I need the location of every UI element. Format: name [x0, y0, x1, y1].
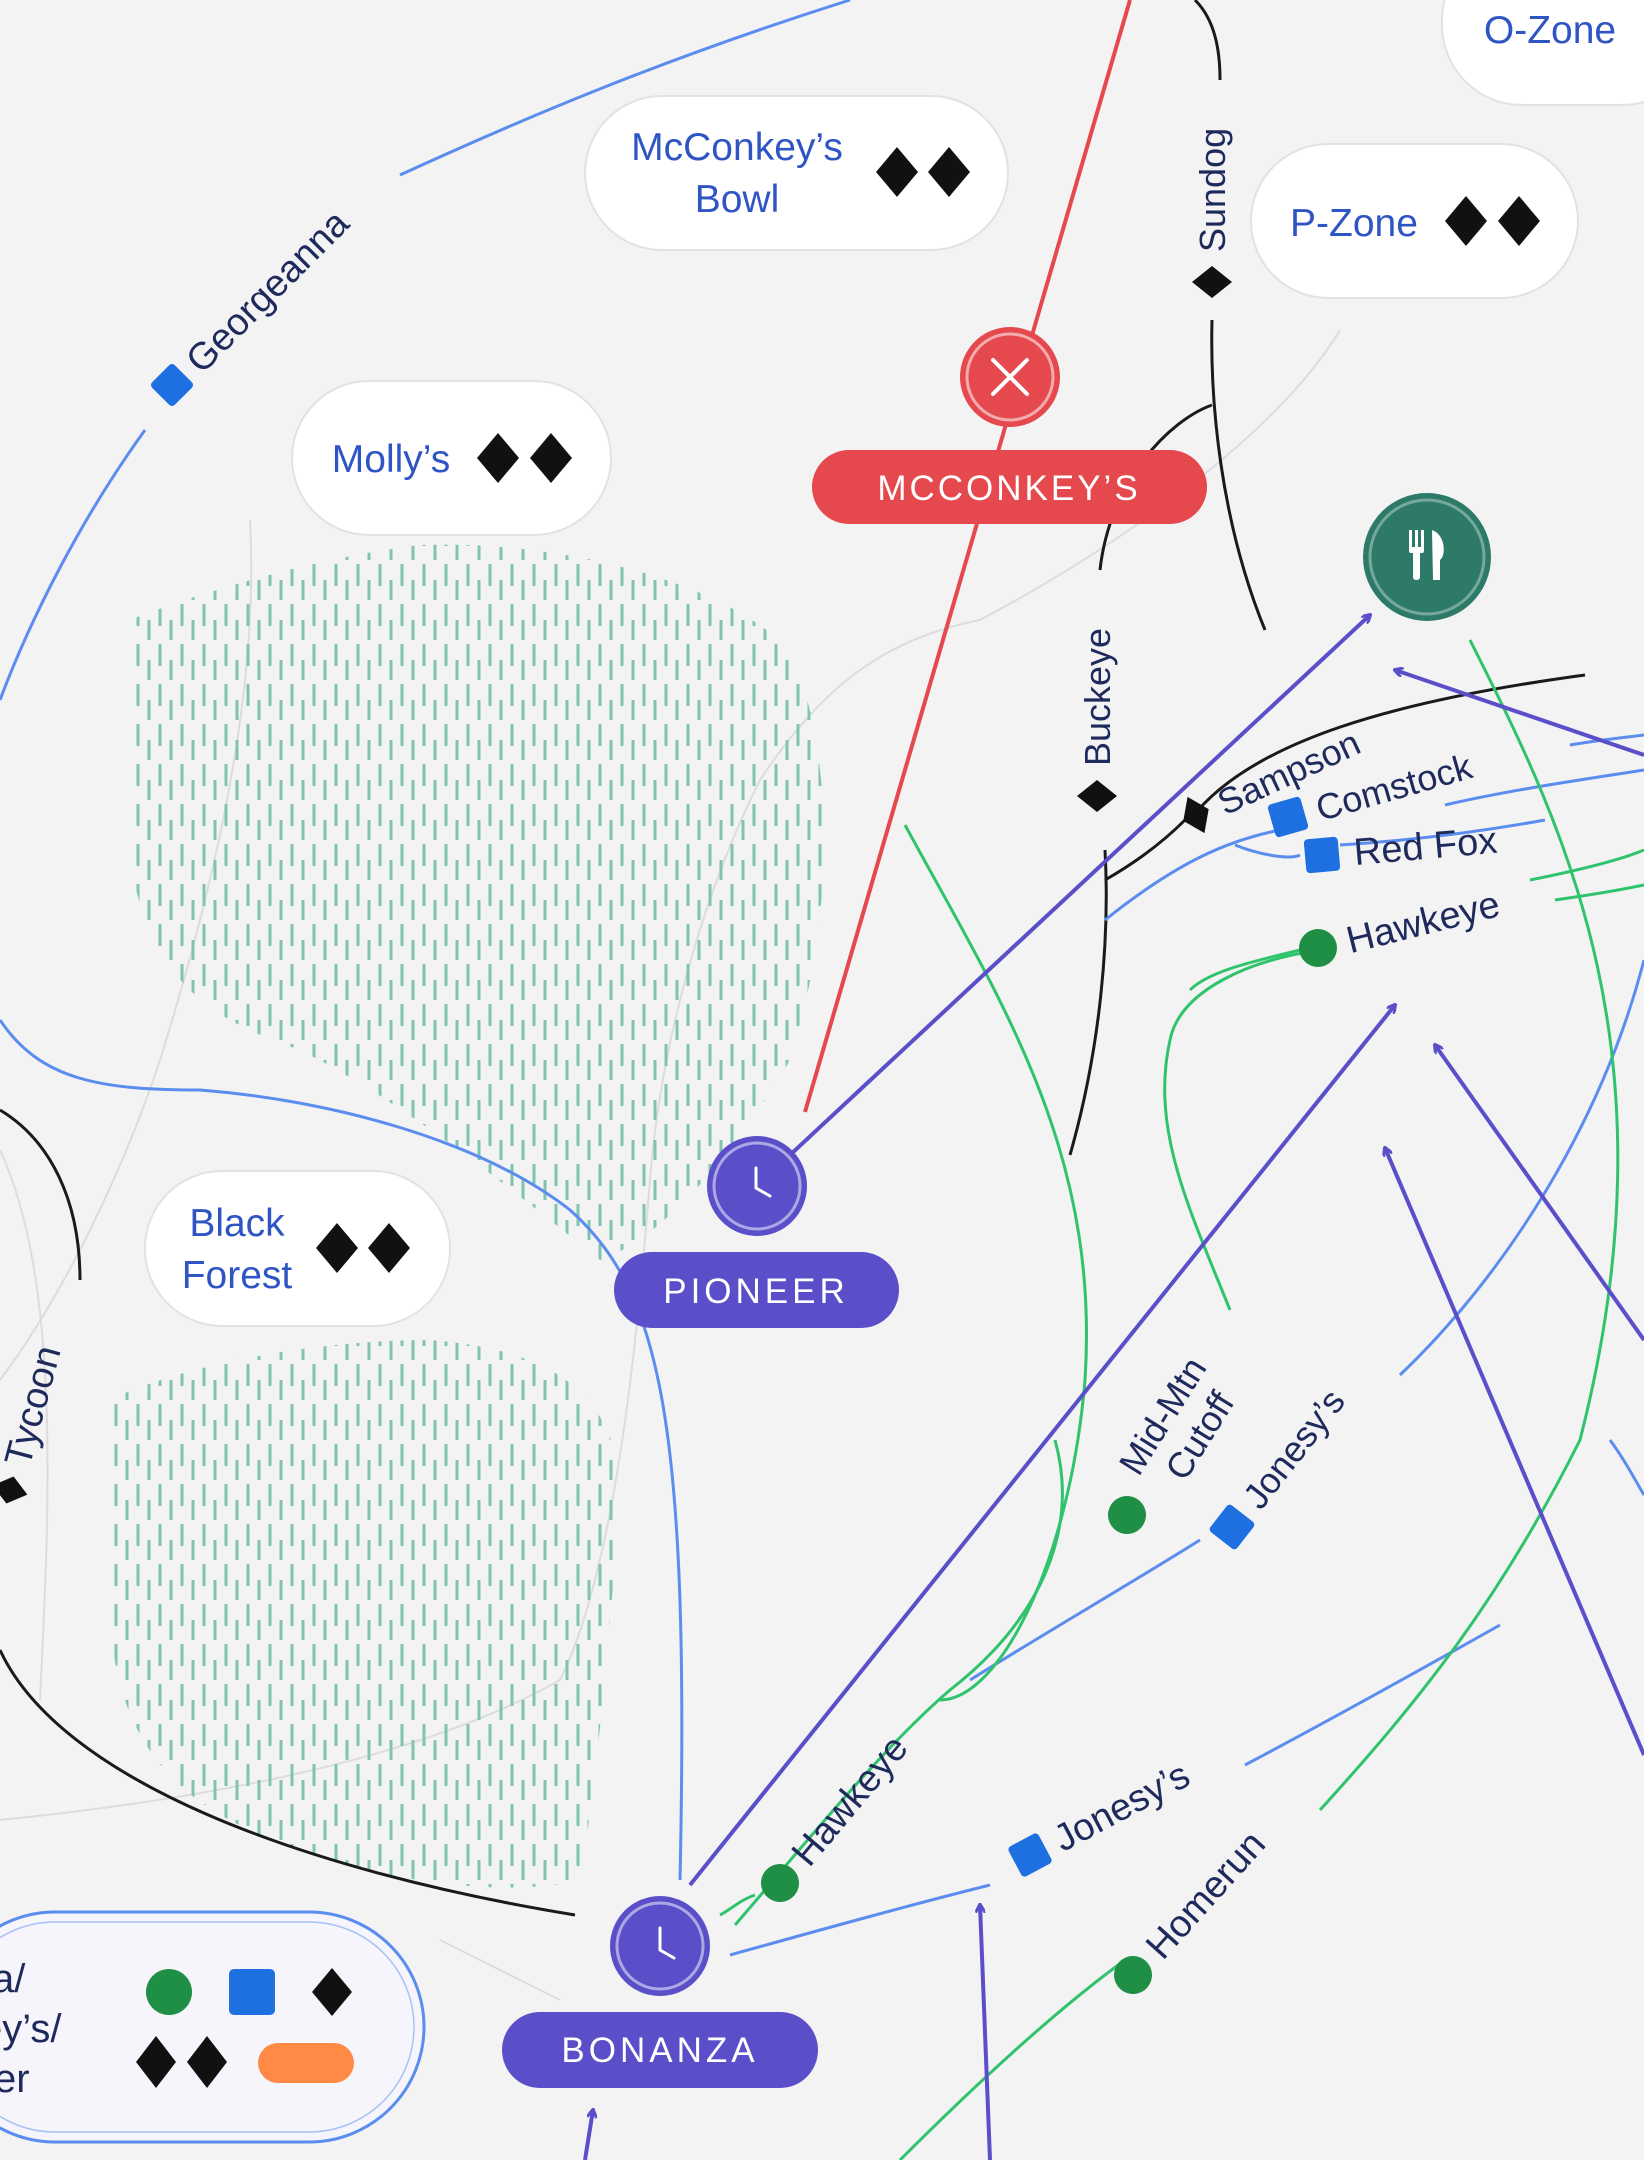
black-diamond-icon	[1077, 780, 1117, 812]
run-hawkeye-lower[interactable]: Hawkeye	[752, 1727, 917, 1911]
blue-square-icon	[229, 1969, 275, 2015]
black-diamond-icon	[312, 1968, 352, 2016]
area-label-line1: McConkey’s	[631, 126, 843, 169]
double-black-diamond-icon	[1445, 196, 1540, 246]
area-label: O-Zone	[1484, 9, 1616, 52]
green-circle-icon	[1299, 929, 1337, 967]
clock-icon	[754, 1166, 772, 1198]
lift-pioneer[interactable]: PIONEER	[614, 1136, 899, 1328]
lift-bonanza[interactable]: BONANZA	[502, 1896, 818, 2088]
area-label: Molly’s	[332, 438, 450, 481]
area-mcconkeys-bowl[interactable]: McConkey’s Bowl	[584, 95, 1009, 251]
legend-text-line3: er	[0, 2057, 30, 2101]
run-homerun[interactable]: Homerun	[1105, 1823, 1274, 2004]
green-circle-icon	[1114, 1956, 1152, 1994]
green-circle-icon	[1108, 1496, 1146, 1534]
area-p-zone[interactable]: P-Zone	[1250, 143, 1579, 299]
area-label-line2: Bowl	[695, 178, 780, 221]
blue-square-icon	[1008, 1833, 1052, 1877]
green-circle-icon	[761, 1864, 799, 1902]
blue-square-icon	[1303, 836, 1341, 874]
run-buckeye[interactable]: Buckeye	[1077, 628, 1118, 812]
run-label: Jonesy’s	[1235, 1381, 1353, 1516]
green-circle-icon	[146, 1969, 192, 2015]
double-black-diamond-icon	[316, 1223, 410, 1273]
area-black-forest[interactable]: Black Forest	[144, 1170, 451, 1327]
black-diamond-icon	[1192, 266, 1232, 298]
run-label: Georgeanna	[178, 202, 358, 382]
run-label: Buckeye	[1077, 628, 1118, 766]
blue-square-icon	[1267, 796, 1309, 838]
run-label: Jonesy’s	[1047, 1754, 1197, 1860]
lift-mcconkeys[interactable]: MCCONKEY’S	[812, 327, 1207, 524]
lift-line-mcconkeys	[803, 0, 1132, 1113]
run-label: Homerun	[1138, 1823, 1274, 1967]
run-label: Hawkeye	[784, 1727, 917, 1874]
black-diamond-icon	[0, 1476, 28, 1504]
lift-label: PIONEER	[663, 1272, 849, 1311]
blue-square-icon	[151, 364, 193, 406]
terrain-park-icon	[258, 2043, 354, 2083]
green-runs	[719, 639, 1644, 2160]
restaurant-poi[interactable]	[1363, 493, 1491, 621]
lift-label: BONANZA	[561, 2031, 758, 2070]
double-black-diamond-icon	[876, 147, 970, 197]
run-label: Hawkeye	[1342, 884, 1504, 963]
black-runs	[0, 0, 1586, 1917]
fork-knife-icon	[1409, 530, 1444, 580]
double-black-diamond-icon	[136, 2036, 227, 2088]
lift-label: MCCONKEY’S	[877, 469, 1140, 508]
area-label-line2: Forest	[182, 1254, 293, 1297]
run-red-fox[interactable]: Red Fox	[1303, 820, 1499, 879]
area-label: P-Zone	[1290, 202, 1418, 245]
run-jonesys-lower[interactable]: Jonesy’s	[1006, 1754, 1197, 1882]
area-mollys[interactable]: Molly’s	[291, 380, 612, 536]
blue-runs	[0, 0, 1644, 1957]
legend-text-line1: a/	[0, 1957, 26, 2001]
tree-area-mollys	[130, 544, 824, 1260]
area-label-line1: Black	[189, 1202, 285, 1245]
run-label: Red Fox	[1352, 820, 1499, 874]
double-black-diamond-icon	[477, 433, 572, 483]
run-sundog[interactable]: Sundog	[1192, 128, 1233, 298]
run-label: Sundog	[1192, 128, 1233, 252]
legend-fragment[interactable]: a/ ey’s/ er	[0, 1910, 426, 2144]
run-label: Tycoon	[0, 1341, 70, 1470]
run-hawkeye-upper[interactable]: Hawkeye	[1295, 884, 1504, 974]
lift-lines	[583, 615, 1644, 2160]
blue-square-icon	[1209, 1504, 1255, 1550]
area-o-zone[interactable]: O-Zone	[1441, 0, 1644, 106]
black-diamond-icon	[1183, 796, 1209, 834]
tree-area-black-forest	[110, 1340, 620, 1888]
close-icon	[991, 358, 1029, 396]
clock-icon	[658, 1926, 676, 1960]
run-georgeanna[interactable]: Georgeanna	[147, 202, 358, 413]
legend-text-line2: ey’s/	[0, 2007, 62, 2051]
